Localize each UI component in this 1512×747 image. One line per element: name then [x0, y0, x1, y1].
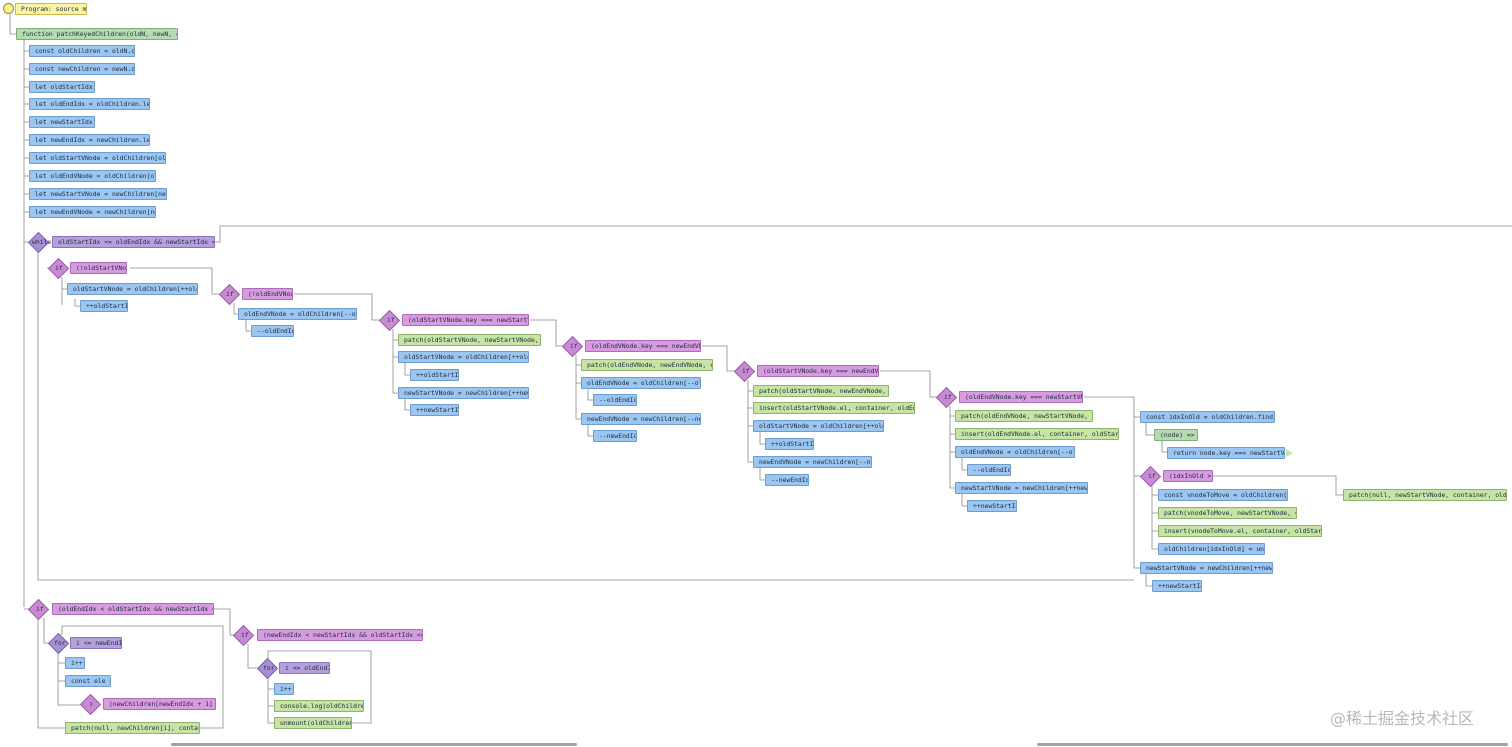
if4-stmt-1[interactable]: patch(oldEndVNode, newEndVNode, containe… — [581, 359, 713, 371]
if5-stmt-5[interactable]: newEndVNode = newChildren[--newEndIdx] — [753, 456, 872, 468]
if5-keyword: if — [742, 367, 750, 375]
if7-keyword: if — [36, 605, 44, 613]
init-stmt-9[interactable]: let newStartVNode = newChildren[newStart… — [29, 188, 167, 200]
if3-stmt-3[interactable]: ++oldStartIdx — [410, 369, 459, 381]
else-stmt-1[interactable]: const vnodeToMove = oldChildren[idxInOld… — [1158, 489, 1288, 501]
if5-condition[interactable]: (oldStartVNode.key === newEndVNode.key) — [757, 365, 879, 377]
horizontal-scrollbar-left[interactable] — [171, 743, 577, 746]
if6-stmt-1[interactable]: patch(oldEndVNode, newStartVNode, contai… — [955, 410, 1093, 422]
for7-keyword: for — [54, 639, 66, 647]
if7-stmt-1[interactable]: i++ — [65, 657, 85, 669]
else-stmt-6[interactable]: ++newStartIdx — [1152, 580, 1202, 592]
if2-keyword: if — [226, 290, 234, 298]
if6-stmt-6[interactable]: ++newStartIdx — [967, 500, 1017, 512]
if6-stmt-5[interactable]: newStartVNode = newChildren[++newStartId… — [955, 482, 1088, 494]
if4-stmt-3[interactable]: --oldEndIdx — [593, 394, 637, 406]
if3-stmt-4[interactable]: newStartVNode = newChildren[++newStartId… — [398, 387, 529, 399]
for8-condition[interactable]: i <= oldEndIdx — [279, 662, 330, 674]
init-stmt-5[interactable]: let newStartIdx = 0 — [29, 116, 95, 128]
if8-stmt-2[interactable]: console.log(oldChildren[i]) — [274, 700, 364, 712]
else-stmt-5[interactable]: newStartVNode = newChildren[++newStartId… — [1140, 562, 1273, 574]
if3-condition[interactable]: (oldStartVNode.key === newStartVNode.key… — [402, 314, 529, 326]
if3-stmt-1[interactable]: patch(oldStartVNode, newStartVNode, cont… — [398, 334, 541, 346]
ternary-condition[interactable]: (newChildren[newEndIdx + 1] !== null) — [103, 698, 216, 710]
for8-keyword: for — [263, 664, 275, 672]
if2-condition[interactable]: (!oldEndVNode) — [242, 288, 293, 300]
if1-stmt-2[interactable]: ++oldStartIdx — [80, 300, 128, 312]
while-keyword: while — [32, 238, 52, 246]
if6-condition[interactable]: (oldEndVNode.key === newStartVNode.key) — [959, 391, 1083, 403]
if6-keyword: if — [944, 393, 952, 401]
if3-keyword: if — [387, 316, 395, 324]
if3-stmt-5[interactable]: ++newStartIdx — [410, 404, 459, 416]
else-stmt-2[interactable]: patch(vnodeToMove, newStartVNode, contai… — [1158, 507, 1297, 519]
if5-stmt-3[interactable]: oldStartVNode = oldChildren[++oldStartId… — [753, 420, 884, 432]
init-stmt-10[interactable]: let newEndVNode = newChildren[newEndIdx] — [29, 206, 156, 218]
horizontal-scrollbar-right[interactable] — [1037, 743, 1508, 746]
if8-keyword: if — [241, 631, 249, 639]
init-stmt-2[interactable]: const newChildren = newN.children — [29, 63, 135, 75]
init-stmt-7[interactable]: let oldStartVNode = oldChildren[oldStart… — [29, 152, 166, 164]
if4-condition[interactable]: (oldEndVNode.key === newEndVNode.key) — [585, 340, 701, 352]
function-node[interactable]: function patchKeyedChildren(oldN, newN, … — [16, 28, 178, 40]
for7-condition[interactable]: i <= newEndIdx — [70, 637, 122, 649]
if4-stmt-2[interactable]: oldEndVNode = oldChildren[--oldEndIdx] — [581, 377, 701, 389]
else-call[interactable]: patch(null, newStartVNode, container, ol… — [1343, 489, 1507, 501]
if4-keyword: if — [570, 342, 578, 350]
if5-stmt-6[interactable]: --newEndIdx — [765, 474, 809, 486]
if-idx-condition[interactable]: (idxInOld > 0) — [1163, 470, 1213, 482]
if8-stmt-3[interactable]: unmount(oldChildren[i]) — [274, 717, 352, 729]
if4-stmt-5[interactable]: --newEndIdx — [593, 430, 637, 442]
watermark: @稀土掘金技术社区 — [1330, 709, 1475, 728]
if6-stmt-3[interactable]: oldEndVNode = oldChildren[--oldEndIdx] — [955, 446, 1075, 458]
start-node-icon — [3, 3, 14, 14]
init-stmt-3[interactable]: let oldStartIdx = 0 — [29, 81, 95, 93]
if5-stmt-2[interactable]: insert(oldStartVNode.el, container, oldE… — [753, 402, 915, 414]
while-condition[interactable]: oldStartIdx <= oldEndIdx && newStartIdx … — [52, 236, 215, 248]
if6-stmt-4[interactable]: --oldEndIdx — [967, 464, 1011, 476]
else-stmt-4[interactable]: oldChildren[idxInOld] = undefined — [1158, 543, 1265, 555]
return-arrow-icon — [1286, 449, 1293, 457]
if8-condition[interactable]: (newEndIdx < newStartIdx && oldStartIdx … — [257, 629, 423, 641]
if2-stmt-1[interactable]: oldEndVNode = oldChildren[--oldEndIdx] — [238, 308, 357, 320]
if6-stmt-2[interactable]: insert(oldEndVNode.el, container, oldSta… — [955, 428, 1119, 440]
return-stmt[interactable]: return node.key === newStartVNode.key — [1167, 447, 1285, 459]
if-idx-keyword: if — [1148, 472, 1156, 480]
if8-stmt-1[interactable]: i++ — [274, 683, 294, 695]
if4-stmt-4[interactable]: newEndVNode = newChildren[--newEndIdx] — [581, 413, 701, 425]
if5-stmt-4[interactable]: ++oldStartIdx — [765, 438, 814, 450]
init-stmt-1[interactable]: const oldChildren = oldN.children — [29, 45, 135, 57]
if1-stmt-1[interactable]: oldStartVNode = oldChildren[++oldStartId… — [67, 283, 198, 295]
program-node[interactable]: Program: source module — [15, 3, 87, 15]
if7-stmt-3[interactable]: patch(null, newChildren[i], container, e… — [65, 722, 200, 734]
init-stmt-6[interactable]: let newEndIdx = newChildren.length - 1 — [29, 134, 150, 146]
if7-stmt-2[interactable]: const ele = — [65, 675, 111, 687]
else-stmt-3[interactable]: insert(vnodeToMove.el, container, oldSta… — [1158, 525, 1322, 537]
find-index-stmt[interactable]: const idxInOld = oldChildren.findIndex(*… — [1140, 411, 1275, 423]
if2-stmt-2[interactable]: --oldEndIdx — [251, 325, 294, 337]
if1-keyword: if — [55, 264, 63, 272]
init-stmt-4[interactable]: let oldEndIdx = oldChildren.length - 1 — [29, 98, 150, 110]
if3-stmt-2[interactable]: oldStartVNode = oldChildren[++oldStartId… — [398, 351, 529, 363]
ternary-keyword: ? — [89, 701, 93, 709]
if1-condition[interactable]: (!oldStartVNode) — [70, 262, 127, 274]
if7-condition[interactable]: (oldEndIdx < oldStartIdx && newStartIdx … — [52, 603, 214, 615]
arrow-func-node[interactable]: (node) => — [1154, 429, 1198, 441]
init-stmt-8[interactable]: let oldEndVNode = oldChildren[oldEndIdx] — [29, 170, 156, 182]
if5-stmt-1[interactable]: patch(oldStartVNode, newEndVNode, contai… — [753, 385, 889, 397]
